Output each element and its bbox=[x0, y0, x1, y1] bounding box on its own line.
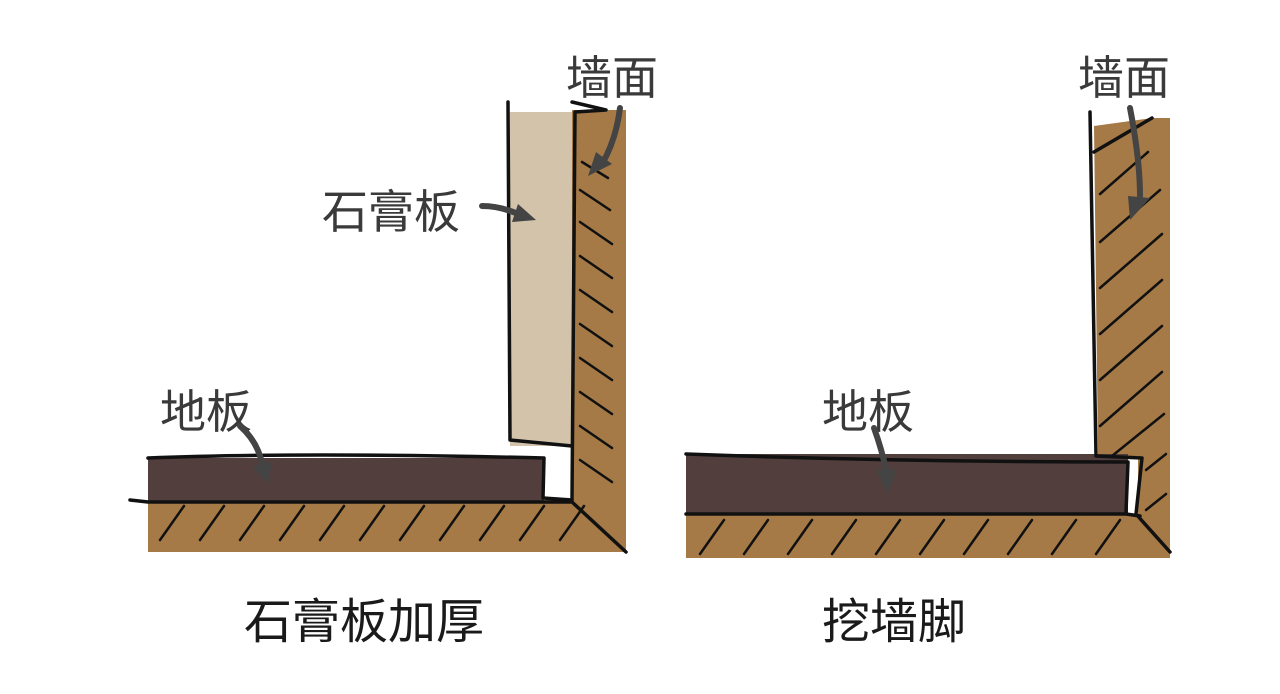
right-caption: 挖墙脚 bbox=[822, 594, 966, 650]
right-outlines bbox=[684, 110, 1172, 554]
left-ground bbox=[148, 500, 626, 552]
right-floor-arrow bbox=[871, 425, 896, 494]
left-wall bbox=[572, 110, 626, 552]
left-caption: 石膏板加厚 bbox=[244, 594, 484, 650]
left-gypsum-board bbox=[510, 112, 572, 446]
left-panel: 墙面 石膏板 地板 石膏板加厚 bbox=[128, 51, 658, 650]
right-wall-label: 墙面 bbox=[1078, 51, 1170, 105]
left-floor-label: 地板 bbox=[160, 385, 252, 439]
left-floor-board bbox=[148, 458, 544, 502]
right-wall bbox=[1094, 118, 1170, 558]
left-gypsum-label: 石膏板 bbox=[322, 185, 460, 239]
left-floor-arrow bbox=[237, 423, 272, 484]
right-floor-board bbox=[686, 454, 1128, 514]
left-ground-hatching bbox=[158, 504, 586, 542]
left-wall-label: 墙面 bbox=[566, 51, 658, 105]
left-outlines bbox=[128, 100, 628, 554]
right-floor-label: 地板 bbox=[822, 385, 914, 439]
right-panel: 墙面 地板 挖墙脚 bbox=[684, 51, 1172, 650]
right-ground-hatching bbox=[698, 518, 1122, 556]
left-gypsum-arrow bbox=[479, 203, 536, 222]
right-wall-arrow bbox=[1127, 105, 1150, 220]
left-wall-arrow bbox=[588, 105, 623, 176]
